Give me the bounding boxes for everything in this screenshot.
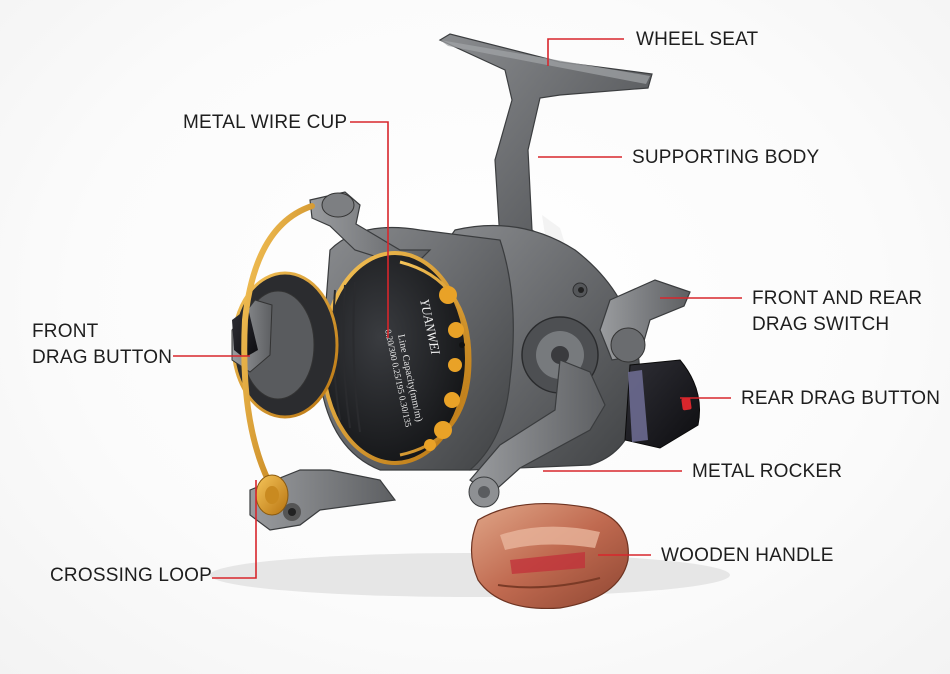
metal-rocker-shape [468,359,606,508]
floor-shadow [210,553,730,597]
leader-lines [173,38,742,579]
label-wheel-seat: WHEEL SEAT [636,27,758,53]
leader-crossing-loop [212,480,257,579]
label-metal-wire-cup-text: METAL WIRE CUP [183,112,348,133]
label-wooden-handle-text: WOODEN HANDLE [661,545,834,566]
front-drag-knob-shape [231,271,339,419]
label-wooden-handle: WOODEN HANDLE [661,543,834,569]
label-supporting-body-text: SUPPORTING BODY [632,147,820,168]
leader-wheel-seat [547,38,624,66]
label-front-drag-line1: FRONT [32,321,99,342]
label-wheel-seat-text: WHEEL SEAT [636,29,759,50]
label-metal-wire-cup: METAL WIRE CUP [183,110,347,136]
label-supporting-body: SUPPORTING BODY [632,145,819,171]
leader-metal-wire-cup [350,121,389,338]
rear-drag-knob-shape [624,359,701,449]
label-front-rear-switch-line2: DRAG SWITCH [752,314,890,335]
spool-shape: YUANWEI Line Capacity(mm/m) 0.20/300 0.2… [321,251,472,465]
label-metal-rocker-text: METAL ROCKER [692,461,843,482]
label-rear-drag-button: REAR DRAG BUTTON [741,386,940,412]
label-crossing-loop-text: CROSSING LOOP [50,565,213,586]
label-rear-drag-button-text: REAR DRAG BUTTON [741,388,941,409]
label-front-drag-button: FRONT DRAG BUTTON [32,319,172,371]
label-front-rear-switch-line1: FRONT AND REAR [752,288,923,309]
wooden-handle-shape [470,502,629,610]
label-front-drag-line2: DRAG BUTTON [32,347,173,368]
drag-switch-shape [599,279,691,363]
label-metal-rocker: METAL ROCKER [692,459,842,485]
label-crossing-loop: CROSSING LOOP [50,563,212,589]
crossing-loop-shape [255,474,289,516]
label-front-rear-drag-switch: FRONT AND REAR DRAG SWITCH [752,286,922,338]
